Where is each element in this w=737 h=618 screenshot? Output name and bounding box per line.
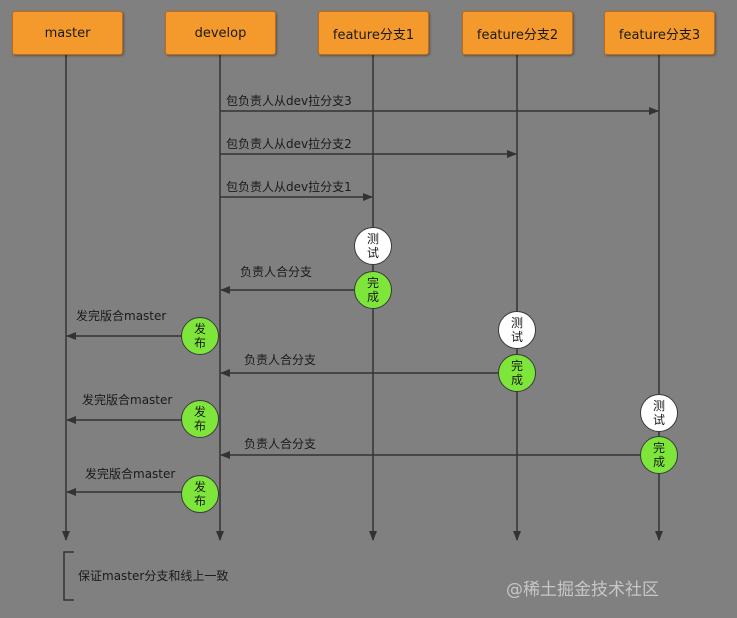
lane-master: master [12, 11, 123, 55]
watermark: @稀土掘金技术社区 [506, 580, 659, 600]
node-test-branch1: 测试 [354, 227, 392, 265]
arrow-label-release-1: 发完版合master [76, 309, 167, 323]
node-done-branch2: 完成 [498, 354, 536, 392]
lane-feature-branch-3: feature分支3 [604, 11, 715, 55]
node-done-branch3: 完成 [640, 436, 678, 474]
arrow-label-release-3: 发完版合master [85, 467, 176, 481]
note-bracket [63, 551, 74, 601]
lane-feature-branch-2: feature分支2 [462, 11, 573, 55]
master-consistency-note: 保证master分支和线上一致 [78, 569, 229, 583]
arrow-label-pull-branch2: 包负责人从dev拉分支2 [226, 137, 352, 151]
arrow-label-merge-branch2: 负责人合分支 [244, 353, 317, 367]
arrow-label-merge-branch3: 负责人合分支 [244, 437, 317, 451]
node-test-branch2: 测试 [498, 311, 536, 349]
lane-develop: develop [165, 11, 276, 55]
node-release-1: 发布 [181, 317, 219, 355]
node-test-branch3: 测试 [640, 394, 678, 432]
arrow-label-merge-branch1: 负责人合分支 [240, 265, 313, 279]
arrow-label-release-2: 发完版合master [82, 393, 173, 407]
arrow-label-pull-branch3: 包负责人从dev拉分支3 [226, 94, 352, 108]
arrow-label-pull-branch1: 包负责人从dev拉分支1 [226, 180, 352, 194]
node-done-branch1: 完成 [354, 271, 392, 309]
node-release-3: 发布 [181, 475, 219, 513]
node-release-2: 发布 [181, 400, 219, 438]
lane-feature-branch-1: feature分支1 [318, 11, 429, 55]
